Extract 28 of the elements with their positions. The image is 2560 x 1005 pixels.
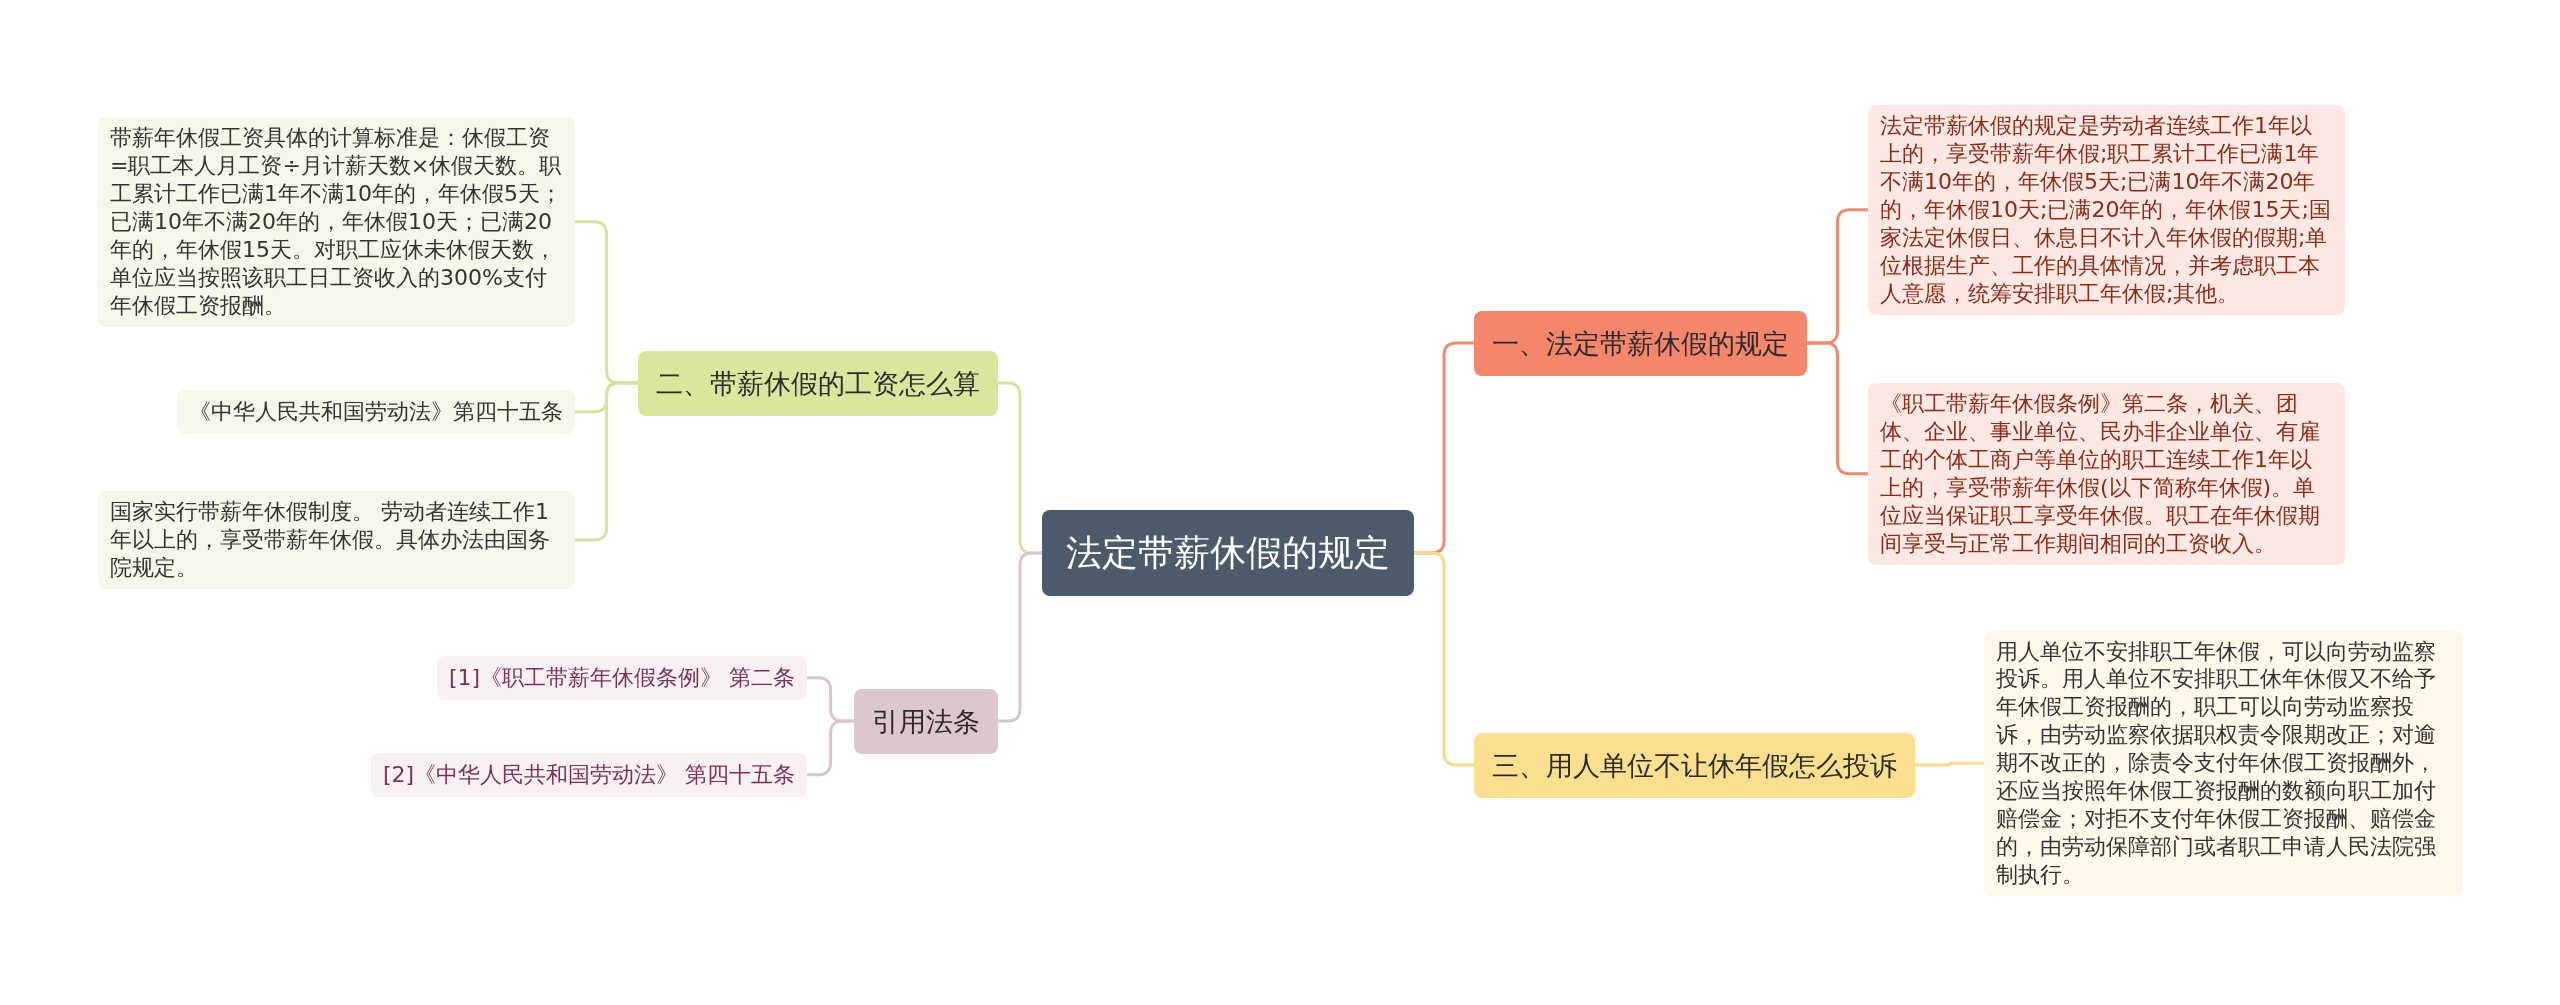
- note-text: 国家实行带薪年休假制度。 劳动者连续工作1年以上的，享受带薪年休假。具体办法由国务院规定。: [110, 498, 551, 582]
- reference-text: [1]《职工带薪年休假条例》 第二条: [449, 663, 796, 692]
- topic-text: 引用法条: [872, 704, 980, 739]
- branch-topic: [1474, 732, 1915, 798]
- connector-line: [998, 551, 1042, 723]
- topic-text: 法定带薪休假的规定: [1066, 530, 1390, 575]
- reference-card: [437, 655, 808, 701]
- connector-line: [1915, 761, 1984, 767]
- topic-text: 二、带薪休假的工资怎么算: [656, 366, 980, 401]
- connector-line: [575, 381, 638, 542]
- connector-line: [1807, 341, 1868, 476]
- note-text: 带薪年休假工资具体的计算标准是：休假工资=职工本人月工资÷月计薪天数×休假天数。职工累计工作已满1年不满10年的，年休假5天；已满10年不满20年的，年休假10天；已满20年的，年休假15天。对职工应休未休假天数，单位应当按照该职工日工资收入的300%支付年休假工资报酬。: [110, 124, 563, 320]
- branch-topic: [638, 350, 998, 416]
- reference-card: [177, 389, 575, 435]
- topic-text: 一、法定带薪休假的规定: [1492, 326, 1789, 361]
- note-text: 法定带薪休假的规定是劳动者连续工作1年以上的，享受带薪年休假;职工累计工作已满1年不满10年的，年休假5天;已满10年不满20年的，年休假10天;已满20年的，年休假15天;国家法定休假日、休息日不计入年休假的假期;单位根据生产、工作的具体情况，并考虑职工本人意愿，统筹安排职工年休假;其他。: [1880, 112, 2332, 308]
- reference-text: [2]《中华人民共和国劳动法》 第四十五条: [383, 760, 796, 789]
- reference-card: [371, 752, 808, 798]
- branch-topic: [1474, 310, 1807, 376]
- topic-text: 三、用人单位不让休年假怎么投诉: [1492, 748, 1897, 783]
- note-text: 用人单位不安排职工年休假，可以向劳动监察投诉。用人单位不安排职工休年休假又不给予年休假工资报酬的，职工可以向劳动监察投诉，由劳动监察依据职权责令限期改正；对逾期不改正的，除责令支付年休假工资报酬外，还应当按照年休假工资报酬的数额向职工加付赔偿金；对拒不支付年休假工资报酬、赔偿金的，由劳动保障部门或者职工申请人民法院强制执行。: [1996, 637, 2437, 889]
- note-text: 《职工带薪年休假条例》第二条，机关、团体、企业、事业单位、民办非企业单位、有雇工的个体工商户等单位的职工连续工作1年以上的，享受带薪年休假(以下简称年休假)。单位应当保证职工享受年休假。职工在年休假期间享受与正常工作期间相同的工资收入。: [1880, 390, 2321, 558]
- branch-topic: [854, 688, 998, 754]
- connector-line: [807, 719, 854, 777]
- connector-line: [1414, 551, 1474, 767]
- reference-text: 《中华人民共和国劳动法》第四十五条: [189, 397, 563, 426]
- note-card: [98, 491, 575, 589]
- central-topic: [1042, 509, 1414, 597]
